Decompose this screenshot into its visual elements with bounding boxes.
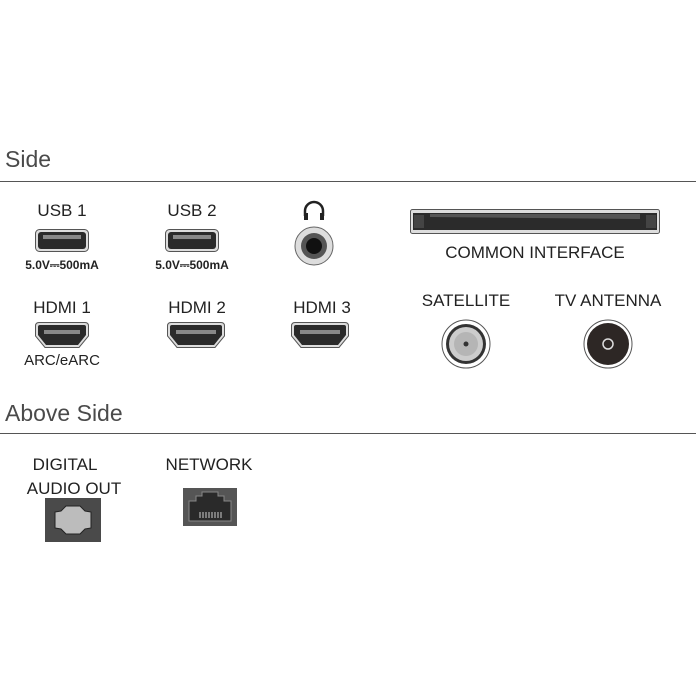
tv-antenna-label: TV ANTENNA bbox=[554, 291, 662, 310]
section-title-side: Side bbox=[5, 146, 52, 172]
usb1-label: USB 1 bbox=[37, 201, 87, 220]
antenna-connector-icon bbox=[583, 319, 633, 369]
digital-audio-out-label-line2: AUDIO OUT bbox=[26, 479, 122, 498]
hdmi3-label: HDMI 3 bbox=[293, 298, 351, 317]
hdmi1-arc-note: ARC/eARC bbox=[24, 352, 100, 369]
satellite-label: SATELLITE bbox=[421, 291, 511, 310]
digital-audio-out-label-line1: DIGITAL bbox=[32, 455, 98, 474]
section-divider bbox=[0, 181, 696, 182]
headphone-icon bbox=[303, 200, 325, 220]
ethernet-port-icon bbox=[183, 488, 237, 526]
hdmi2-label: HDMI 2 bbox=[168, 298, 226, 317]
section-divider bbox=[0, 433, 696, 434]
optical-port-icon bbox=[45, 498, 101, 542]
usb2-label: USB 2 bbox=[167, 201, 217, 220]
common-interface-label: COMMON INTERFACE bbox=[445, 243, 625, 262]
hdmi1-label: HDMI 1 bbox=[33, 298, 91, 317]
usb-port-icon bbox=[35, 229, 89, 252]
hdmi-port-icon bbox=[35, 322, 89, 348]
section-title-above-side: Above Side bbox=[5, 400, 123, 426]
usb1-rating: 5.0V⎓500mA bbox=[25, 258, 99, 272]
headphone-jack-icon bbox=[294, 226, 334, 266]
hdmi-port-icon bbox=[291, 322, 349, 348]
satellite-connector-icon bbox=[441, 319, 491, 369]
usb2-rating: 5.0V⎓500mA bbox=[155, 258, 229, 272]
network-label: NETWORK bbox=[165, 455, 253, 474]
usb-port-icon bbox=[165, 229, 219, 252]
hdmi-port-icon bbox=[167, 322, 225, 348]
common-interface-slot-icon bbox=[410, 209, 660, 234]
